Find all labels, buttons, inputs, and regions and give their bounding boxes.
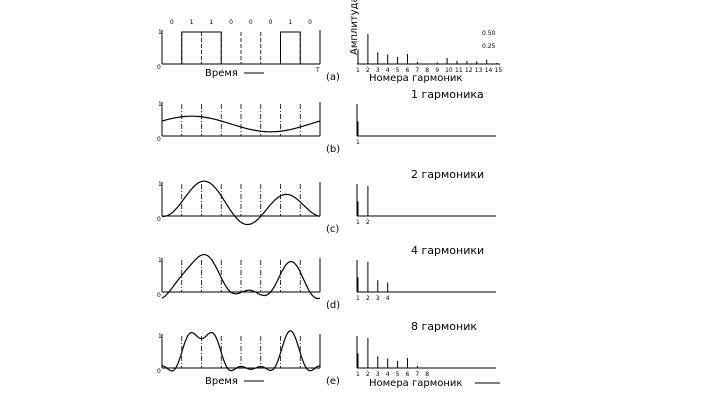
harmonic-tick-8: 8 (425, 67, 429, 74)
bit-label: 0 (170, 19, 174, 26)
y-tick-zero: 0 (157, 292, 161, 299)
harmonic-tick-3: 3 (376, 67, 380, 74)
harmonic-tick-2: 2 (366, 219, 370, 226)
harmonic-tick-7: 7 (415, 67, 419, 74)
harmonic-tick-1: 1 (356, 295, 360, 302)
harmonic-tick-12: 12 (465, 67, 473, 74)
y-tick-one: 1 (158, 333, 162, 340)
panel-label: (a) (326, 72, 340, 83)
harmonic-tick-10: 10 (445, 67, 453, 74)
bit-label: 1 (209, 19, 213, 26)
harmonic-tick-2: 2 (366, 371, 370, 378)
bit-label: 0 (269, 19, 273, 26)
harmonic-tick-8: 8 (425, 371, 429, 378)
harmonics-axis-label: Номера гармоник (369, 73, 462, 84)
square-wave-signal (162, 31, 320, 65)
panel-title: 1 гармоника (411, 88, 484, 101)
harmonic-tick-6: 6 (406, 67, 410, 74)
harmonic-tick-14: 14 (485, 67, 493, 74)
y-tick-one: 1 (158, 29, 162, 36)
harmonic-sum-curve (161, 330, 321, 372)
panel-title: 2 гармоники (411, 168, 484, 181)
bit-label: 1 (190, 19, 194, 26)
y-tick-zero: 0 (157, 216, 161, 223)
bit-label: 0 (249, 19, 253, 26)
harmonic-tick-4: 4 (386, 67, 390, 74)
harmonic-tick-2: 2 (366, 67, 370, 74)
panel-label: (d) (326, 300, 340, 311)
y-tick-one: 1 (158, 257, 162, 264)
harmonics-axis-label-bottom: Номера гармоник (369, 378, 462, 389)
harmonic-tick-5: 5 (396, 371, 400, 378)
panel-label: (e) (326, 376, 340, 387)
harmonic-tick-1: 1 (356, 67, 360, 74)
y-tick-zero: 0 (157, 136, 161, 143)
y-tick-zero: 0 (157, 368, 161, 375)
bit-label: 0 (229, 19, 233, 26)
harmonic-tick-5: 5 (396, 67, 400, 74)
harmonic-tick-1: 1 (356, 139, 360, 146)
harmonic-tick-15: 15 (495, 67, 503, 74)
harmonic-tick-13: 13 (475, 67, 483, 74)
harmonic-tick-4: 4 (386, 371, 390, 378)
y-tick-one: 1 (158, 181, 162, 188)
amp-tick-025: 0.25 (482, 43, 496, 50)
time-axis-label: Время (205, 68, 238, 79)
harmonic-tick-9: 9 (435, 67, 439, 74)
amp-tick-050: 0.50 (482, 30, 496, 37)
y-tick-one: 1 (158, 101, 162, 108)
harmonic-sum-curve (161, 115, 321, 133)
harmonic-tick-2: 2 (366, 295, 370, 302)
harmonic-tick-1: 1 (356, 371, 360, 378)
panel-title: 4 гармоники (411, 244, 484, 257)
panel-label: (b) (326, 144, 340, 155)
bit-label: 0 (308, 19, 312, 26)
harmonic-sum-curve (161, 180, 321, 226)
harmonic-sum-curve (161, 254, 321, 300)
y-tick-zero: 0 (157, 64, 161, 71)
bit-label: 1 (288, 19, 292, 26)
time-axis-label-bottom: Время (205, 376, 238, 387)
harmonic-tick-7: 7 (415, 371, 419, 378)
period-label: T (315, 67, 320, 74)
harmonic-tick-11: 11 (455, 67, 463, 74)
harmonic-tick-3: 3 (376, 295, 380, 302)
harmonic-tick-4: 4 (386, 295, 390, 302)
panel-label: (c) (326, 224, 339, 235)
harmonic-tick-1: 1 (356, 219, 360, 226)
panel-title: 8 гармоник (411, 320, 477, 333)
harmonic-tick-6: 6 (406, 371, 410, 378)
amplitude-axis-label: Амплитуда (349, 0, 360, 55)
harmonic-tick-3: 3 (376, 371, 380, 378)
